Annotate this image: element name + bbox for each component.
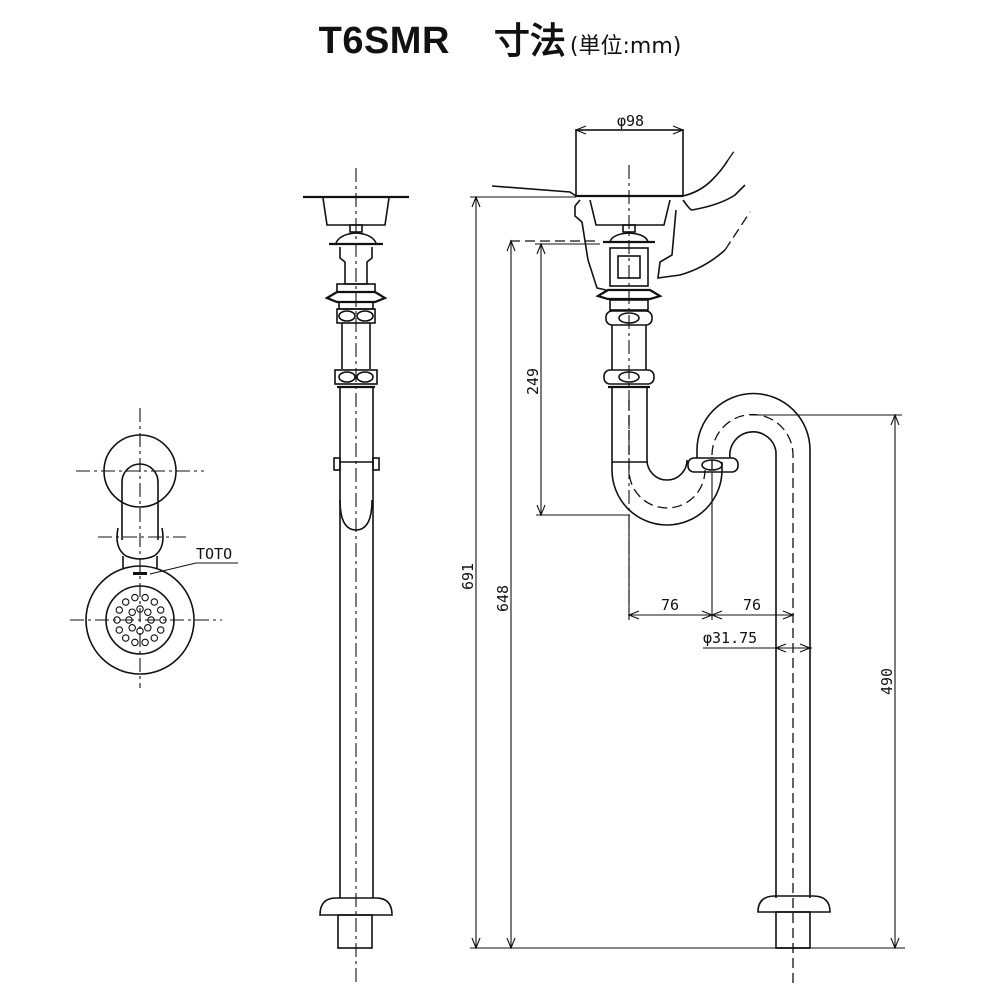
- basin-bowl: [589, 199, 671, 226]
- dim-pipe-diameter: φ31.75: [703, 629, 757, 647]
- dim-pipe-arrows: [774, 643, 812, 653]
- front-clip-right: [372, 457, 380, 471]
- basin-wall-left: [574, 199, 607, 291]
- dim-total-height: 691: [459, 563, 477, 590]
- title-heading: 寸法: [493, 21, 566, 62]
- strainer-hole: [115, 606, 124, 614]
- front-nut-1-left: [338, 310, 356, 322]
- trap-centerline-lower: [628, 400, 706, 509]
- strainer-hole: [156, 606, 165, 614]
- strainer-hole: [141, 593, 149, 602]
- strainer-hole: [115, 626, 124, 634]
- side-view: [491, 129, 831, 985]
- strainer-hole: [121, 598, 130, 606]
- dim-riser-height: 490: [878, 668, 896, 695]
- drawing-title: T6SMR 寸法(単位:mm): [0, 12, 1000, 64]
- dim-trap-drop: 249: [524, 368, 542, 395]
- basin-wall-right-upper: [682, 184, 746, 211]
- side-stopper-cap: [609, 232, 649, 243]
- strainer-hole: [150, 598, 159, 606]
- strainer-hole: [150, 634, 159, 642]
- front-nut-2: [334, 369, 378, 385]
- side-floor-flange: [757, 895, 831, 913]
- front-view: [303, 168, 409, 985]
- trap-inner-lower: [646, 388, 688, 481]
- trap-inner-upper: [729, 431, 777, 898]
- knob-base-circle: [103, 434, 177, 508]
- strainer-hole: [144, 624, 152, 632]
- front-stopper-stem: [349, 224, 363, 233]
- trap-nut: [687, 457, 739, 473]
- strainer-hole: [113, 616, 121, 624]
- strainer-holes: [113, 593, 167, 647]
- side-nut-2: [603, 369, 655, 385]
- trap-centerline-upper: [711, 413, 794, 985]
- side-drain-window: [617, 255, 641, 279]
- strainer-hole: [141, 638, 149, 647]
- lever-joint: [116, 527, 164, 560]
- trap-outer-lower: [611, 388, 723, 526]
- front-nut-2-left: [338, 371, 356, 383]
- front-floor-pipe: [337, 914, 373, 949]
- brand-label: TOTO: [196, 545, 232, 563]
- front-nut-2-right: [356, 371, 374, 383]
- strainer-hole: [131, 638, 139, 647]
- strainer-hole: [136, 605, 144, 613]
- dim-outlet-height: 648: [494, 585, 512, 612]
- top-view: TOTO: [70, 408, 238, 688]
- lever-handle: [121, 463, 159, 540]
- front-clip-left: [333, 457, 341, 471]
- strainer-hole: [156, 626, 165, 634]
- strainer-hole: [147, 616, 155, 624]
- side-nut-2-center: [618, 371, 640, 383]
- basin-outline-top-dash: [727, 149, 736, 161]
- strainer-hole: [125, 616, 133, 624]
- side-locknut-flange: [595, 288, 663, 301]
- dim-bowl-arrows: [574, 125, 685, 135]
- side-nut-1: [605, 310, 653, 326]
- front-nut-1: [336, 308, 376, 324]
- side-stopper-stem: [622, 224, 636, 233]
- side-drain-body: [609, 247, 649, 287]
- strainer-hole: [159, 616, 167, 624]
- brand-mark: [133, 572, 147, 575]
- dim-offset-right: 76: [743, 596, 761, 614]
- front-locknut-flange: [324, 290, 388, 304]
- strainer-hole: [128, 624, 136, 632]
- side-nut-1-center: [618, 312, 640, 324]
- strainer-hole: [136, 627, 144, 635]
- basin-counter-top: [491, 185, 577, 197]
- dim-bowl-diameter: φ98: [617, 112, 644, 130]
- front-trap-bend: [339, 499, 373, 531]
- front-nut-1-right: [356, 310, 374, 322]
- model-number: T6SMR: [318, 20, 450, 62]
- strainer-hole: [131, 593, 139, 602]
- basin-wall-right: [657, 209, 726, 279]
- strainer-hole: [144, 608, 152, 616]
- trap-outer-upper: [696, 392, 811, 898]
- dim-offset-left: 76: [661, 596, 679, 614]
- front-floor-flange: [319, 897, 393, 916]
- drain-outer-circle: [85, 565, 195, 675]
- brand-leader-line: [149, 562, 197, 575]
- basin-wall-right-dash: [724, 211, 751, 251]
- front-stopper-cap: [335, 232, 377, 244]
- basin-outline-top: [682, 159, 729, 197]
- side-washer: [609, 299, 649, 311]
- strainer-hole: [128, 608, 136, 616]
- dimensions: φ98 691 648 249 76 76 φ31.75 490: [459, 112, 905, 950]
- title-unit: (単位:mm): [569, 34, 682, 59]
- bowl-dim-box: [575, 129, 684, 197]
- drain-inner-circle: [105, 585, 175, 655]
- dim-76-arrows: [627, 610, 795, 620]
- strainer-hole: [121, 634, 130, 642]
